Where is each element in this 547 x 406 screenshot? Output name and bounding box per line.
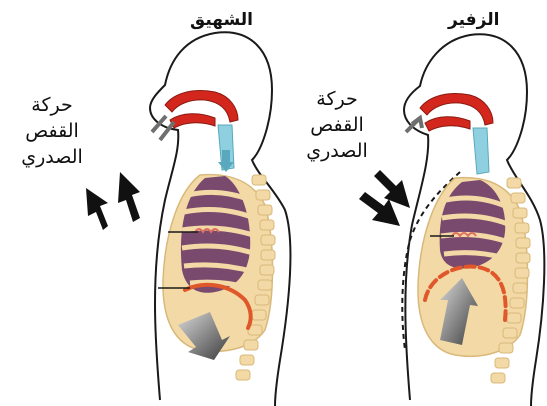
exhale-trachea bbox=[473, 128, 489, 174]
inhale-up-arrow-1 bbox=[86, 188, 108, 230]
inhale-motion-label: حركة القفص الصدري bbox=[12, 92, 92, 170]
inhale-mouth-airway bbox=[170, 114, 215, 128]
inhale-figure bbox=[150, 32, 290, 406]
exhale-title: الزفير bbox=[448, 10, 499, 30]
exhale-rib-motion-arrows bbox=[359, 170, 410, 226]
inhale-title: الشهيق bbox=[190, 10, 253, 30]
inhale-up-arrow-2 bbox=[118, 172, 140, 222]
inhale-motion-label-line-2: القفص bbox=[12, 118, 92, 144]
exhale-mouth-airway bbox=[425, 117, 470, 131]
exhale-motion-label-line-2: القفص bbox=[292, 112, 382, 138]
exhale-motion-label-line-1: حركة bbox=[292, 86, 382, 112]
inhale-motion-label-line-3: الصدري bbox=[12, 144, 92, 170]
inhale-rib-motion-arrows bbox=[86, 172, 140, 230]
inhale-motion-label-line-1: حركة bbox=[12, 92, 92, 118]
exhale-motion-label-line-3: الصدري bbox=[292, 138, 382, 164]
exhale-figure bbox=[402, 34, 544, 406]
exhale-motion-label: حركة القفص الصدري bbox=[292, 86, 382, 164]
exhale-air-outflow-arrow bbox=[406, 118, 422, 132]
exhale-down-arrow-1 bbox=[374, 170, 410, 208]
